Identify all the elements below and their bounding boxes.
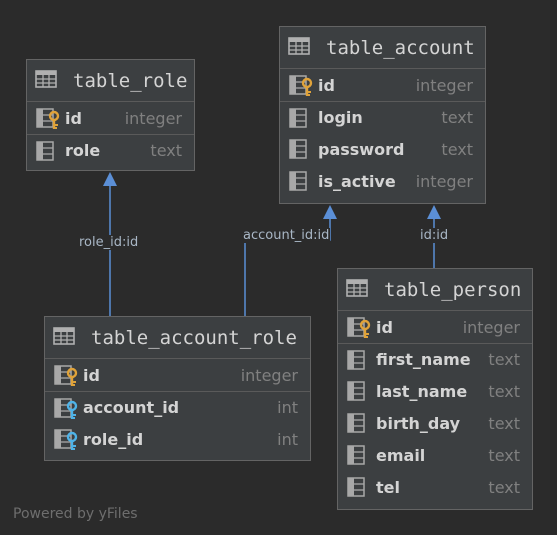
field-name: role	[65, 141, 101, 160]
foreign-key-column-icon	[53, 427, 79, 451]
edge-label-account-id: account_id:id	[242, 228, 331, 243]
primary-key-column-icon	[35, 106, 61, 130]
field-list: id integer role text	[27, 102, 194, 166]
foreign-key-column-icon	[53, 396, 79, 420]
field-type: integer	[124, 108, 182, 128]
field-type: text	[488, 413, 520, 433]
primary-key-column-icon	[53, 363, 79, 387]
edge-role-id-arrowhead	[103, 172, 117, 186]
field-type: integer	[415, 75, 473, 95]
entity-title: table_account	[326, 36, 475, 59]
field-name: account_id	[83, 398, 180, 417]
entity-header: table_person	[338, 269, 532, 311]
field-row-id[interactable]: id integer	[280, 69, 485, 101]
field-type: text	[488, 350, 520, 369]
field-type: integer	[240, 365, 298, 385]
field-name: birth_day	[376, 413, 461, 433]
field-name: first_name	[376, 350, 471, 369]
entity-title: table_person	[384, 278, 522, 301]
primary-key-column-icon	[288, 73, 314, 97]
field-row-account-id[interactable]: account_id int	[45, 391, 310, 423]
edge-label-role-id: role_id:id	[78, 235, 140, 250]
field-name: last_name	[376, 381, 468, 401]
field-type: int	[277, 398, 298, 417]
column-icon	[346, 475, 372, 499]
field-type: text	[488, 445, 520, 465]
field-type: text	[488, 477, 520, 497]
field-row-id[interactable]: id integer	[45, 359, 310, 391]
field-type: integer	[462, 317, 520, 337]
field-name: is_active	[318, 171, 396, 191]
field-name: login	[318, 108, 363, 127]
edge-label-person-id: id:id	[419, 228, 450, 243]
entity-title: table_account_role	[91, 326, 297, 349]
field-row-id[interactable]: id integer	[27, 102, 194, 134]
field-name: id	[318, 75, 335, 95]
column-icon	[35, 139, 61, 163]
table-icon	[35, 69, 61, 93]
field-name: id	[65, 108, 82, 128]
table-icon	[346, 278, 372, 302]
field-row-email[interactable]: email text	[338, 439, 532, 471]
field-name: id	[376, 317, 393, 337]
column-icon	[346, 379, 372, 403]
field-row-tel[interactable]: tel text	[338, 471, 532, 503]
field-row-role-id[interactable]: role_id int	[45, 423, 310, 455]
entity-title: table_role	[73, 69, 188, 92]
field-row-login[interactable]: login text	[280, 101, 485, 133]
field-type: integer	[415, 171, 473, 191]
field-row-is-active[interactable]: is_active integer	[280, 165, 485, 197]
field-name: id	[83, 365, 100, 385]
entity-table-role[interactable]: table_role id integer role text	[26, 59, 195, 171]
table-icon	[288, 36, 314, 60]
field-row-password[interactable]: password text	[280, 133, 485, 165]
field-row-last-name[interactable]: last_name text	[338, 375, 532, 407]
field-type: text	[488, 381, 520, 401]
field-row-id[interactable]: id integer	[338, 311, 532, 343]
column-icon	[288, 169, 314, 193]
column-icon	[346, 443, 372, 467]
primary-key-column-icon	[346, 315, 372, 339]
column-icon	[346, 411, 372, 435]
field-name: tel	[376, 477, 400, 497]
field-name: email	[376, 445, 426, 465]
entity-header: table_account_role	[45, 317, 310, 359]
table-icon	[53, 326, 79, 350]
field-name: role_id	[83, 429, 144, 449]
column-icon	[288, 137, 314, 161]
field-name: password	[318, 139, 405, 159]
powered-by-footer: Powered by yFiles	[13, 506, 138, 522]
field-type: int	[277, 429, 298, 449]
field-row-first-name[interactable]: first_name text	[338, 343, 532, 375]
field-row-role[interactable]: role text	[27, 134, 194, 166]
column-icon	[288, 106, 314, 130]
entity-header: table_account	[280, 27, 485, 69]
field-type: text	[150, 141, 182, 160]
field-type: text	[441, 139, 473, 159]
edge-person-id-arrowhead	[427, 205, 441, 219]
field-type: text	[441, 108, 473, 127]
edge-account-id-arrowhead	[323, 205, 337, 219]
field-row-birth-day[interactable]: birth_day text	[338, 407, 532, 439]
entity-header: table_role	[27, 60, 194, 102]
column-icon	[346, 348, 372, 372]
